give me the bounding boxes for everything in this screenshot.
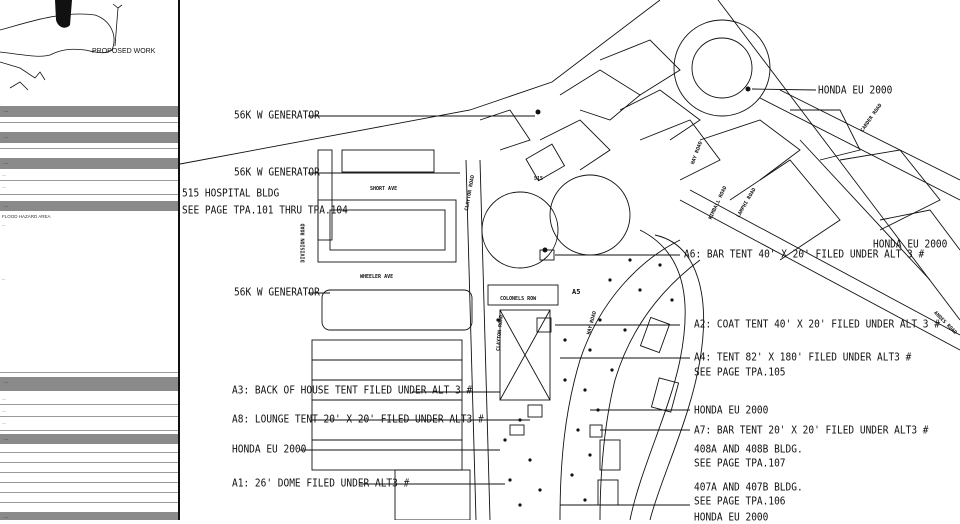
tent-label-a6: A6: BAR TENT 40' X 20' FILED UNDER ALT 3… xyxy=(684,248,925,261)
proposed-work-label: PROPOSED WORK xyxy=(92,48,156,55)
flood-heading: FLOOD HAZARD AREA xyxy=(2,214,51,219)
sidebar-row: ... xyxy=(2,408,6,413)
sidebar-bar: ... xyxy=(0,201,178,211)
tent-label-a3: A3: BACK OF HOUSE TENT FILED UNDER ALT 3… xyxy=(232,384,473,397)
tent-see-label: SEE PAGE TPA.105 xyxy=(694,366,786,379)
sidebar-row: ... xyxy=(2,396,6,401)
sidebar-text: ... xyxy=(2,184,6,189)
sidebar-bar: ... xyxy=(0,377,178,391)
sidebar-paragraph: ... xyxy=(2,276,6,281)
sidebar-paragraph: ... xyxy=(2,222,6,227)
location-map xyxy=(0,0,123,91)
tent-label-a8: A8: LOUNGE TENT 20' X 20' FILED UNDER AL… xyxy=(232,413,484,426)
tent-tag: A5 xyxy=(572,288,581,296)
generator-label: HONDA EU 2000 xyxy=(694,511,769,524)
sidebar-panel: PROPOSED WORK ... ... ... ... ... ... FL… xyxy=(0,0,180,520)
road-label: WHEELER AVE xyxy=(360,274,394,280)
generator-label: HONDA EU 2000 xyxy=(232,443,307,456)
building-see-label: SEE PAGE TPA.107 xyxy=(694,457,786,470)
proposed-work-area xyxy=(55,0,72,28)
building-label: 515 xyxy=(534,176,544,182)
generator-label: 56K W GENERATOR xyxy=(234,166,320,179)
building-label: 408A AND 408B BLDG. xyxy=(694,443,803,456)
sidebar-bar: ... xyxy=(0,106,178,117)
generator-label: HONDA EU 2000 xyxy=(818,84,893,97)
sidebar-text: ... xyxy=(2,172,6,177)
generator-label: 56K W GENERATOR xyxy=(234,109,320,122)
tent-label-a1: A1: 26' DOME FILED UNDER ALT3 # xyxy=(232,477,410,490)
hospital-see-label: SEE PAGE TPA.101 THRU TPA.104 xyxy=(182,204,348,217)
hospital-label: 515 HOSPITAL BLDG xyxy=(182,187,280,200)
sidebar-bar: ... xyxy=(0,434,178,444)
road-label: COLONELS ROW xyxy=(500,296,537,302)
building-see-label: SEE PAGE TPA.106 xyxy=(694,495,786,508)
sidebar-row: ... xyxy=(2,420,6,425)
road-label: DIVISION ROAD xyxy=(300,223,307,263)
tent-label-a2: A2: COAT TENT 40' X 20' FILED UNDER ALT … xyxy=(694,318,940,331)
generator-label: HONDA EU 2000 xyxy=(873,238,948,251)
building-label: 407A AND 407B BLDG. xyxy=(694,481,803,494)
sidebar-bar: ... xyxy=(0,158,178,169)
road-label: SHORT AVE xyxy=(370,186,398,192)
sidebar-bar: ... xyxy=(0,132,178,143)
generator-label: HONDA EU 2000 xyxy=(694,404,769,417)
tent-label-a7: A7: BAR TENT 20' X 20' FILED UNDER ALT3 … xyxy=(694,424,929,437)
generator-label: 56K W GENERATOR xyxy=(234,286,320,299)
sidebar-bar: ... xyxy=(0,512,178,520)
tent-label-a4: A4: TENT 82' X 180' FILED UNDER ALT3 # xyxy=(694,351,912,364)
